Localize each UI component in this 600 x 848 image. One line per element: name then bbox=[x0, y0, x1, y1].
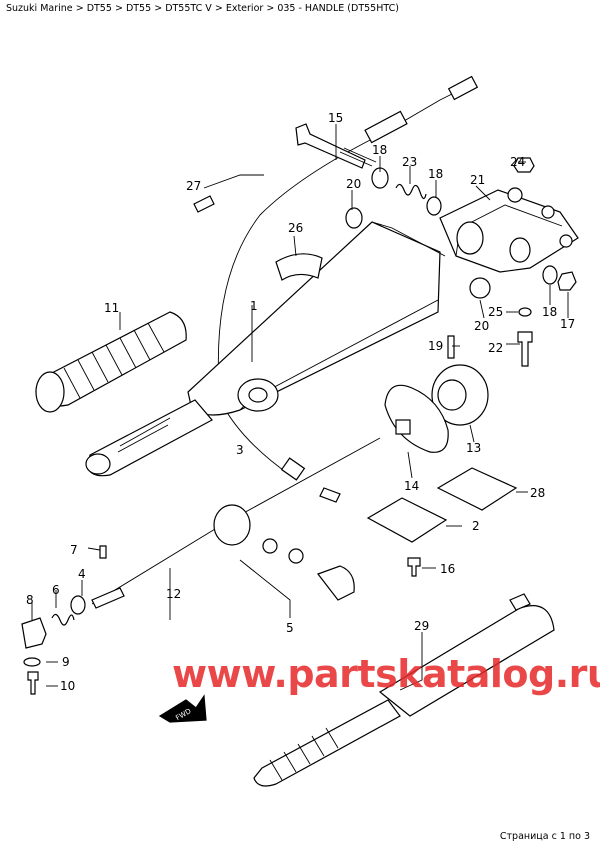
breadcrumb-separator: > bbox=[214, 3, 223, 14]
callout-18-right[interactable]: 18 bbox=[542, 305, 557, 319]
tiller-extension-29 bbox=[253, 699, 401, 787]
pin-7 bbox=[99, 545, 107, 559]
screw-16 bbox=[407, 557, 421, 577]
plate-28 bbox=[436, 467, 518, 511]
callout-20-bottom[interactable]: 20 bbox=[474, 319, 489, 333]
callout-15[interactable]: 15 bbox=[328, 111, 343, 125]
washer-25 bbox=[518, 307, 532, 317]
breadcrumb-item-current: 035 - HANDLE (DT55HTC) bbox=[277, 3, 399, 14]
callout-7[interactable]: 7 bbox=[70, 543, 78, 557]
callout-29[interactable]: 29 bbox=[414, 619, 429, 633]
callout-2[interactable]: 2 bbox=[472, 519, 480, 533]
callout-20-top[interactable]: 20 bbox=[346, 177, 361, 191]
callout-27[interactable]: 27 bbox=[186, 179, 201, 193]
callout-11[interactable]: 11 bbox=[104, 301, 119, 315]
breadcrumb-item-brand[interactable]: Suzuki Marine bbox=[6, 3, 73, 14]
breadcrumb-item-variant[interactable]: DT55TC V bbox=[165, 3, 212, 14]
washer-18-mid bbox=[426, 196, 442, 216]
breadcrumb-item-category[interactable]: Exterior bbox=[225, 3, 264, 14]
washer-18-right bbox=[542, 265, 558, 285]
bolt-22 bbox=[517, 331, 533, 367]
friction-knob bbox=[317, 565, 355, 601]
callout-13[interactable]: 13 bbox=[466, 441, 481, 455]
callout-1[interactable]: 1 bbox=[250, 299, 258, 313]
nut-17 bbox=[557, 271, 577, 291]
bolt-15 bbox=[295, 123, 366, 169]
cable-adjuster bbox=[364, 110, 408, 144]
breadcrumb-separator: > bbox=[75, 3, 84, 14]
callout-12[interactable]: 12 bbox=[166, 587, 181, 601]
nut-24 bbox=[513, 157, 535, 173]
callout-5[interactable]: 5 bbox=[286, 621, 294, 635]
plate-2 bbox=[366, 497, 448, 543]
leader-lines bbox=[31, 124, 569, 691]
callout-8[interactable]: 8 bbox=[26, 593, 34, 607]
callout-25[interactable]: 25 bbox=[488, 305, 503, 319]
screw-10 bbox=[27, 671, 39, 695]
spring-6 bbox=[51, 613, 75, 626]
callout-17[interactable]: 17 bbox=[560, 317, 575, 331]
callout-10[interactable]: 10 bbox=[60, 679, 75, 693]
block-8 bbox=[21, 617, 47, 649]
callout-24[interactable]: 24 bbox=[510, 155, 525, 169]
cover-26 bbox=[275, 253, 323, 281]
watermark: www.partskatalog.ru bbox=[172, 652, 600, 696]
callout-26[interactable]: 26 bbox=[288, 221, 303, 235]
bushing-4 bbox=[70, 595, 86, 615]
breadcrumb: Suzuki Marine > DT55 > DT55 > DT55TC V >… bbox=[6, 3, 596, 14]
callout-14[interactable]: 14 bbox=[404, 479, 419, 493]
page-indicator: Страница с 1 по 3 bbox=[499, 831, 590, 842]
bushing-20-bottom bbox=[469, 277, 491, 299]
callout-4[interactable]: 4 bbox=[78, 567, 86, 581]
bushing-20-top bbox=[345, 207, 363, 229]
callout-23[interactable]: 23 bbox=[402, 155, 417, 169]
callout-6[interactable]: 6 bbox=[52, 583, 60, 597]
breadcrumb-item-model[interactable]: DT55 bbox=[86, 3, 112, 14]
callout-18-top[interactable]: 18 bbox=[372, 143, 387, 157]
callout-18-mid[interactable]: 18 bbox=[428, 167, 443, 181]
cable-lower-end bbox=[280, 457, 306, 481]
callout-16[interactable]: 16 bbox=[440, 562, 455, 576]
callout-3[interactable]: 3 bbox=[236, 443, 244, 457]
callout-9[interactable]: 9 bbox=[62, 655, 70, 669]
washer-9 bbox=[23, 657, 41, 667]
fwd-arrow bbox=[158, 694, 207, 723]
throttle-cable bbox=[217, 89, 461, 476]
callout-19[interactable]: 19 bbox=[428, 339, 443, 353]
cable-end-fitting bbox=[447, 75, 479, 101]
spring-23 bbox=[395, 183, 427, 200]
breadcrumb-item-model-sub[interactable]: DT55 bbox=[125, 3, 152, 14]
breadcrumb-separator: > bbox=[266, 3, 275, 14]
callout-21[interactable]: 21 bbox=[470, 173, 485, 187]
callout-22[interactable]: 22 bbox=[488, 341, 503, 355]
breadcrumb-separator: > bbox=[114, 3, 123, 14]
bolt-27 bbox=[193, 195, 215, 213]
callout-28[interactable]: 28 bbox=[530, 486, 545, 500]
throttle-cam-14 bbox=[384, 384, 449, 453]
pin-19 bbox=[447, 335, 455, 359]
breadcrumb-separator: > bbox=[154, 3, 163, 14]
rod-joint-5 bbox=[213, 504, 251, 546]
